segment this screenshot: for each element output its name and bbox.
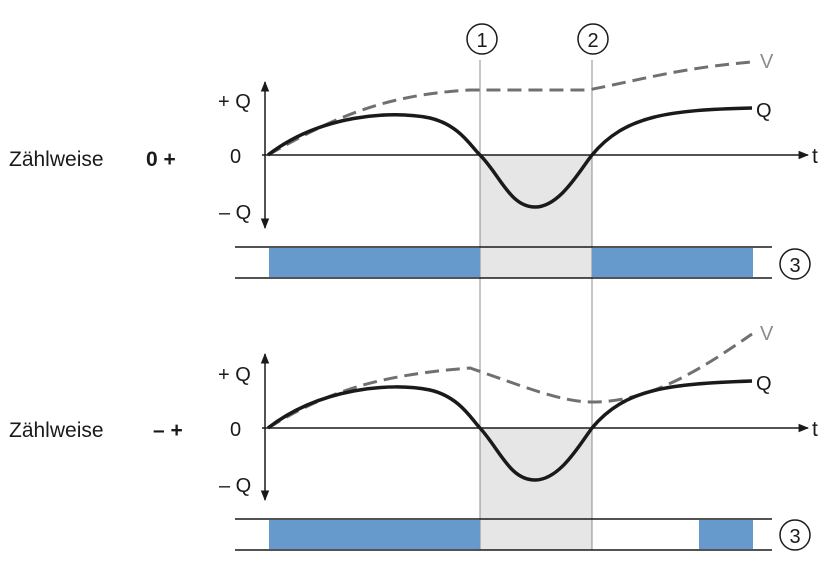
output-bar-bottom-1: [269, 520, 480, 549]
time-label-top: t: [812, 145, 818, 168]
axis-zero-label-top: 0: [230, 146, 241, 168]
output-bar-top-1: [269, 248, 480, 277]
axis-pos-label-top: + Q: [218, 91, 251, 113]
shaded-region-bottom: [480, 428, 592, 550]
v-label-top: V: [760, 51, 774, 73]
q-curve-bottom: [266, 379, 753, 482]
axis-zero-label-bottom: 0: [230, 419, 241, 441]
mode-symbol-top: 0 +: [146, 148, 176, 171]
output-bar-bottom-2: [699, 520, 753, 549]
panel-bottom: Zählweise – + + Q 0 – Q t V Q 3: [9, 323, 818, 551]
v-curve-top: [267, 60, 753, 157]
mode-symbol-bottom: – +: [153, 419, 183, 442]
marker-1: 1: [466, 23, 498, 55]
q-label-top: Q: [756, 100, 772, 122]
mode-label-bottom: Zählweise: [9, 419, 104, 442]
marker-2-label: 2: [587, 30, 598, 52]
marker-1-label: 1: [476, 30, 487, 52]
shaded-region-top: [480, 155, 592, 278]
axis-pos-label-bottom: + Q: [218, 364, 251, 386]
mode-label-top: Zählweise: [9, 148, 104, 171]
q-label-bottom: Q: [756, 373, 772, 395]
marker-2: 2: [577, 23, 609, 55]
time-label-bottom: t: [812, 418, 818, 441]
q-curve-top: [266, 106, 753, 209]
output-bar-top-2: [592, 248, 753, 277]
panel-top: Zählweise 0 + + Q 0 – Q t V Q 3: [9, 51, 818, 280]
v-curve-bottom: [267, 332, 753, 430]
marker-3-top: 3: [779, 248, 811, 280]
axis-neg-label-top: – Q: [219, 202, 251, 224]
axis-neg-label-bottom: – Q: [219, 475, 251, 497]
marker-3-top-label: 3: [789, 255, 800, 277]
marker-3-bottom-label: 3: [789, 526, 800, 548]
v-label-bottom: V: [760, 323, 774, 345]
marker-3-bottom: 3: [779, 519, 811, 551]
